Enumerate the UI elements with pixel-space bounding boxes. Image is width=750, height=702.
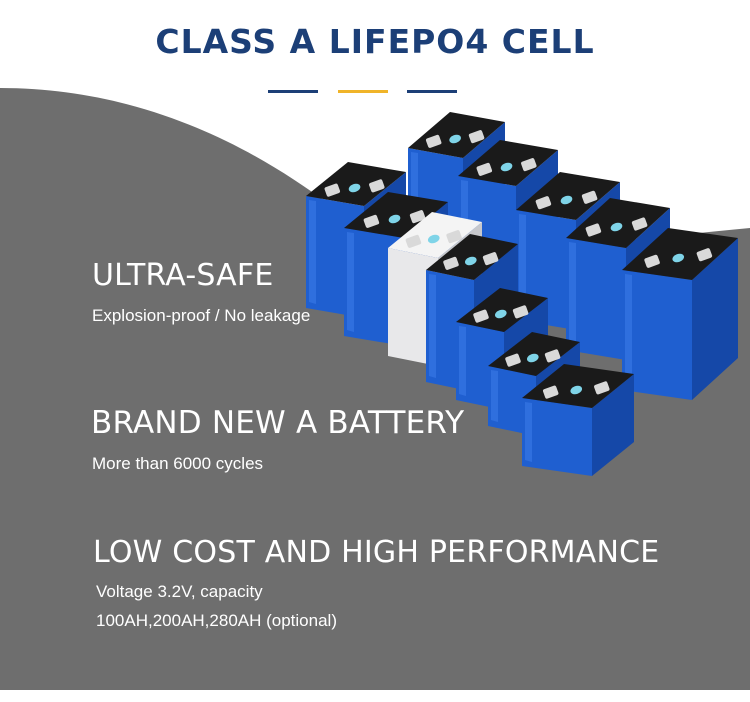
page-title: CLASS A LIFEPO4 CELL <box>155 22 595 61</box>
divider-left <box>268 90 318 93</box>
feature-desc-capacity: 100AH,200AH,280AH (optional) <box>96 611 337 630</box>
feature-title-brand-new: BRAND NEW A BATTERY <box>91 405 465 441</box>
divider-right <box>407 90 457 93</box>
feature-desc-brand-new: More than 6000 cycles <box>92 454 264 473</box>
divider-center <box>338 90 388 93</box>
feature-desc-ultra-safe: Explosion-proof / No leakage <box>92 306 311 325</box>
cell-12 <box>522 364 634 476</box>
feature-title-ultra-safe: ULTRA-SAFE <box>92 258 274 293</box>
cell-9 <box>622 228 738 400</box>
feature-desc-voltage: Voltage 3.2V, capacity <box>96 582 263 601</box>
feature-title-low-cost: LOW COST AND HIGH PERFORMANCE <box>93 535 660 570</box>
